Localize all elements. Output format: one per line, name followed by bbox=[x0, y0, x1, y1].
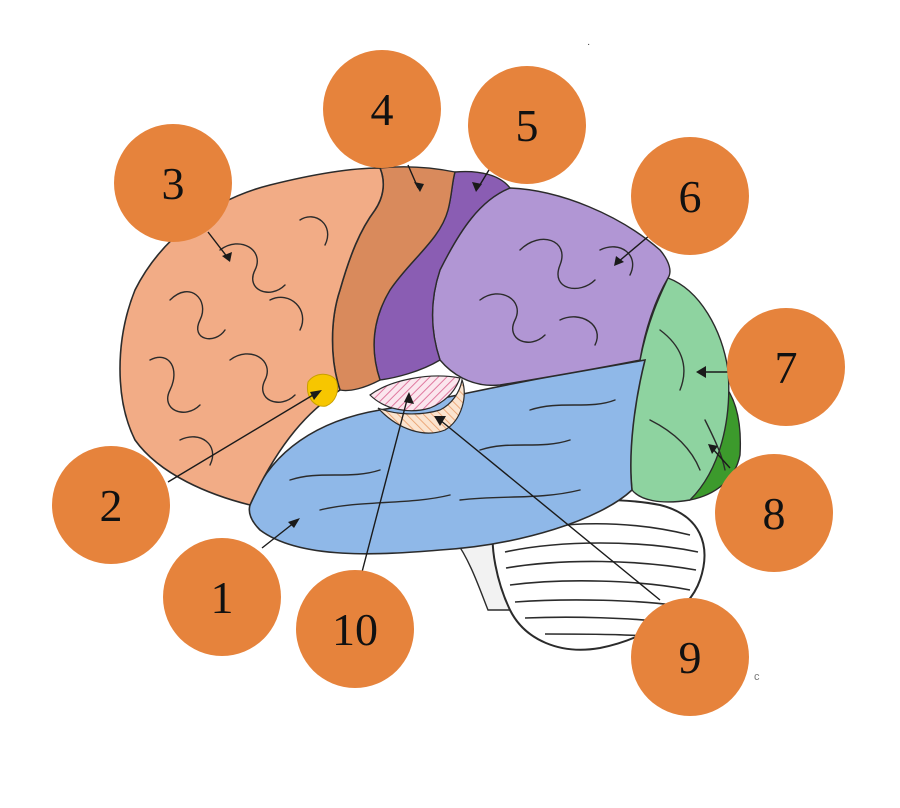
marker-3-label: 3 bbox=[161, 157, 185, 209]
marker-4-label: 4 bbox=[370, 83, 394, 135]
arrowheads bbox=[222, 182, 718, 528]
hatched-region-pink bbox=[369, 375, 461, 412]
marker-2: 2 bbox=[52, 446, 170, 564]
marker-4: 4 bbox=[323, 50, 441, 168]
marker-9: 9 bbox=[631, 598, 749, 716]
marker-6-label: 6 bbox=[678, 170, 702, 222]
marker-8: 8 bbox=[715, 454, 833, 572]
marker-8-label: 8 bbox=[762, 487, 786, 539]
marker-2-label: 2 bbox=[99, 479, 123, 531]
marker-6: 6 bbox=[631, 137, 749, 255]
marker-5-label: 5 bbox=[515, 99, 539, 151]
marker-10: 10 bbox=[296, 570, 414, 688]
marker-10-label: 10 bbox=[332, 603, 378, 655]
stray-dot: · bbox=[587, 39, 590, 50]
broca-region bbox=[306, 373, 339, 407]
marker-1: 1 bbox=[163, 538, 281, 656]
marker-7-label: 7 bbox=[774, 341, 798, 393]
leader-lines bbox=[167, 164, 731, 601]
marker-5: 5 bbox=[468, 66, 586, 184]
marker-9-label: 9 bbox=[678, 631, 702, 683]
marker-3: 3 bbox=[114, 124, 232, 242]
stray-mark: c bbox=[754, 671, 760, 683]
marker-7: 7 bbox=[727, 308, 845, 426]
marker-1-label: 1 bbox=[210, 571, 234, 623]
gyri-lines bbox=[149, 216, 726, 511]
